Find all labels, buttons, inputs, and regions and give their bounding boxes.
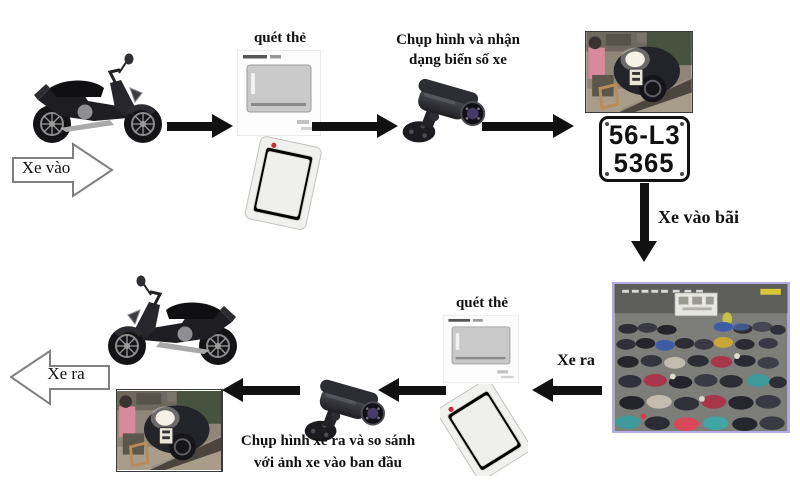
capture-out-label: Chụp hình xe ra và so sánh với ảnh xe và…: [222, 430, 434, 474]
capture-in-line1: Chụp hình và nhận: [396, 32, 520, 48]
motorbike-entering-image: [31, 52, 164, 145]
card-reader-out-image: [440, 384, 528, 476]
capture-out-line1: Chụp hình xe ra và so sánh: [240, 433, 416, 449]
plate-line1: 56-L3: [608, 120, 681, 150]
enter-lot-label: Xe vào bãi: [658, 207, 739, 227]
captured-exit-photo: [116, 389, 223, 472]
license-plate: 56-L3 5365: [599, 116, 690, 182]
flow-arrow-card-to-camera-out: [378, 378, 446, 402]
proximity-card-out-image: [443, 315, 519, 383]
flow-arrow-bike-to-card: [167, 114, 233, 138]
scan-card-in-label: quét thẻ: [253, 30, 307, 46]
proximity-card-in-image: [237, 50, 321, 136]
entry-direction-arrow: [12, 142, 114, 198]
entry-badge-label: Xe vào: [21, 158, 71, 177]
capture-out-line2: với ảnh xe vào ban đầu: [254, 455, 402, 471]
scan-card-out-label: quét thẻ: [455, 295, 509, 311]
card-reader-in-image: [243, 134, 323, 232]
flow-arrow-lot-to-card: [532, 378, 602, 402]
parking-lot-photo: [612, 282, 790, 433]
flow-arrow-camera-to-photo: [482, 114, 574, 138]
flow-arrow-card-to-camera: [312, 114, 398, 138]
exit-from-lot-label: Xe ra: [557, 352, 595, 369]
plate-line2: 5365: [614, 148, 675, 178]
capture-in-label: Chụp hình và nhận dạng biển số xe: [378, 30, 538, 70]
exit-direction-arrow: [10, 349, 110, 406]
captured-entry-photo: [585, 31, 693, 113]
capture-in-line2: dạng biển số xe: [409, 52, 507, 68]
exit-badge-label: Xe ra: [47, 364, 85, 383]
motorbike-exiting-image: [106, 274, 239, 367]
flow-arrow-into-lot: [630, 183, 658, 262]
flow-arrow-camera-to-photo-out: [222, 378, 300, 402]
cctv-camera-in-image: [401, 76, 486, 144]
